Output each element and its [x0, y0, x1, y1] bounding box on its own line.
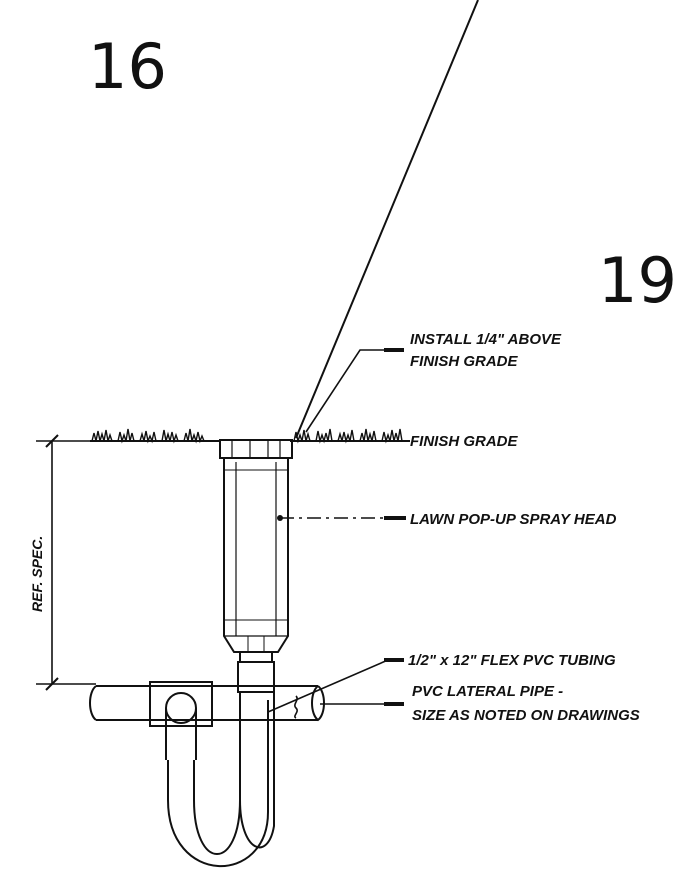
- pop-up-spray-head: [219, 439, 293, 653]
- install-callout-leader: [305, 348, 404, 433]
- pvc-lateral-pipe: [89, 681, 325, 760]
- lateral-pipe-label-line2: SIZE AS NOTED ON DRAWINGS: [412, 707, 640, 724]
- finish-grade-line: [90, 428, 410, 444]
- spray-head-label: LAWN POP-UP SPRAY HEAD: [410, 511, 617, 528]
- detail-number-16: 16: [88, 30, 167, 103]
- ref-spec-dimension: [36, 434, 96, 691]
- lateral-pipe-label-line1: PVC LATERAL PIPE -: [412, 683, 563, 700]
- install-callout-line1: INSTALL 1/4" ABOVE: [410, 331, 562, 348]
- detail-number-19: 19: [598, 244, 677, 317]
- flex-tubing-label: 1/2" x 12" FLEX PVC TUBING: [408, 652, 616, 669]
- ref-spec-label: REF. SPEC.: [29, 536, 45, 612]
- install-callout-line2: FINISH GRADE: [410, 353, 519, 370]
- flex-tubing-leader: [267, 658, 404, 713]
- finish-grade-label: FINISH GRADE: [410, 433, 519, 450]
- spray-head-leader: [277, 515, 406, 521]
- flex-pvc-tubing: [167, 651, 275, 868]
- top-leader-line: [295, 0, 479, 439]
